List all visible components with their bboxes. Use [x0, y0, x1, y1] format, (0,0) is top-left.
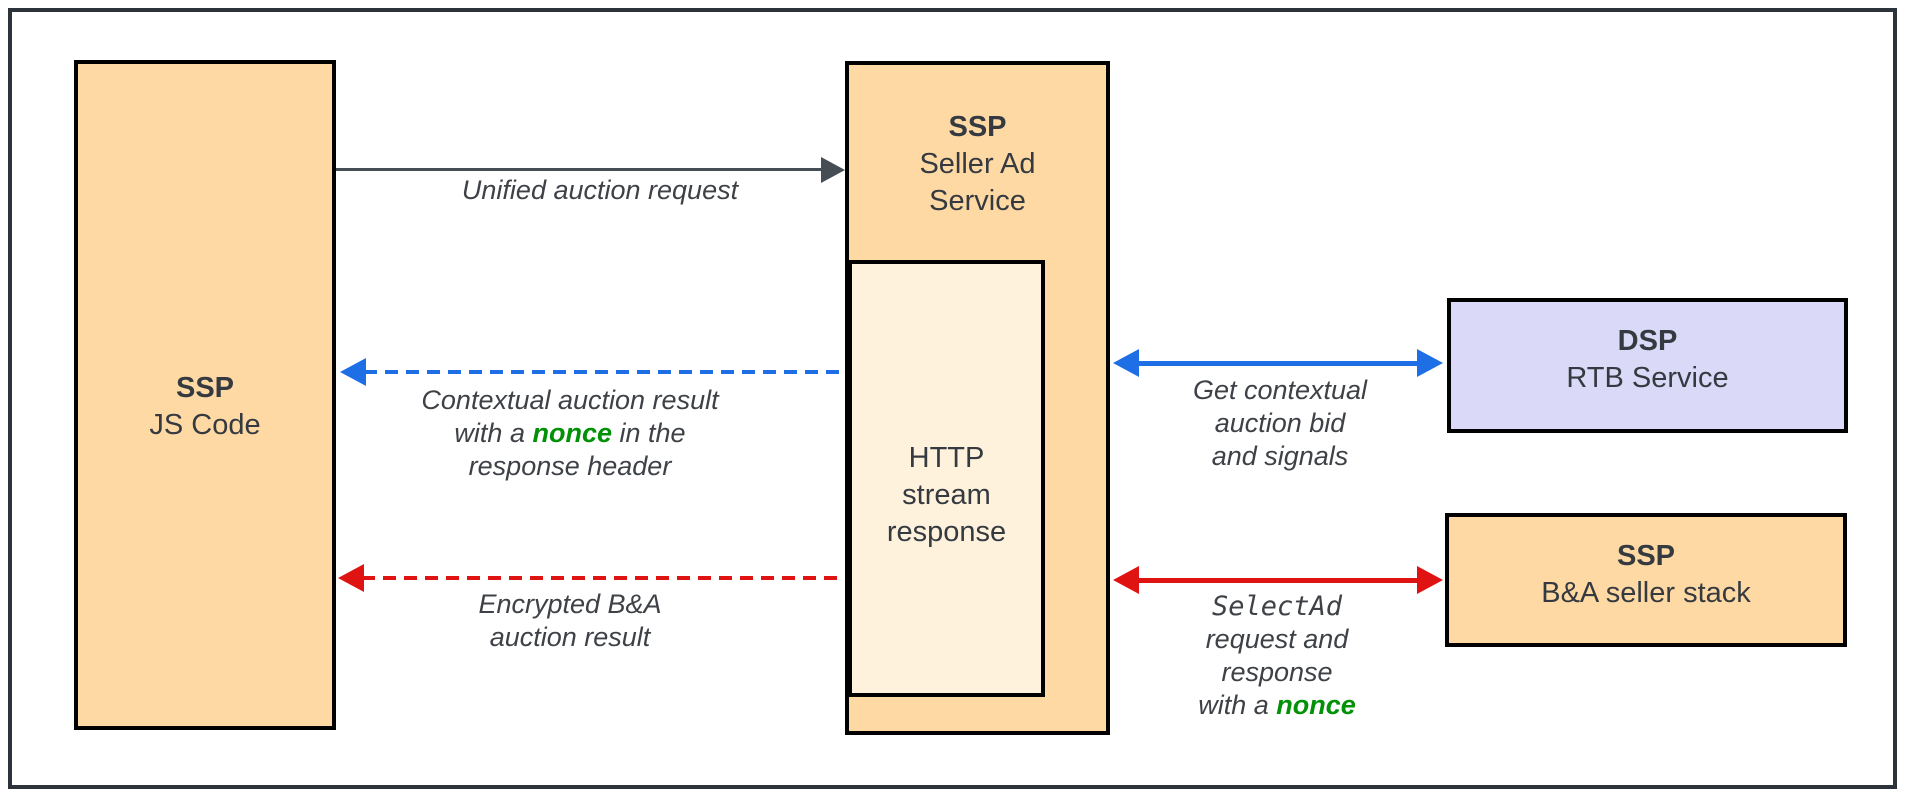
- ssp-ba-seller-stack-box: SSP B&A seller stack: [1445, 513, 1847, 647]
- seller-ad-subtitle-line2: Service: [929, 185, 1026, 217]
- encrypted-result-label: Encrypted B&A auction result: [478, 589, 662, 652]
- ba-stack-subtitle: B&A seller stack: [1541, 577, 1751, 609]
- unified-auction-request-line: [336, 168, 823, 171]
- http-stream-line2: stream: [902, 479, 991, 511]
- ssp-js-code-subtitle: JS Code: [149, 409, 261, 441]
- unified-auction-request-arrowhead-icon: [821, 157, 845, 183]
- get-contextual-line: [1138, 361, 1419, 366]
- selectad-code-text: SelectAd: [1211, 591, 1343, 622]
- get-contextual-label: Get contextual auction bid and signals: [1192, 375, 1368, 471]
- contextual-result-label: Contextual auction result with a nonce i…: [421, 385, 719, 481]
- contextual-result-arrowhead-icon: [340, 358, 366, 386]
- dsp-rtb-service-box: DSP RTB Service: [1447, 298, 1848, 433]
- http-stream-line1: HTTP: [908, 442, 985, 474]
- ssp-seller-ad-service-label: SSP Seller Ad Service: [845, 61, 1110, 260]
- encrypted-result-dashed-line: [362, 576, 843, 580]
- seller-ad-subtitle-line1: Seller Ad: [919, 148, 1036, 180]
- ssp-js-code-title: SSP: [175, 372, 235, 404]
- get-contextual-right-arrowhead-icon: [1417, 349, 1443, 377]
- dsp-subtitle: RTB Service: [1566, 361, 1729, 394]
- selectad-left-arrowhead-icon: [1113, 566, 1139, 594]
- encrypted-result-arrowhead-icon: [338, 564, 364, 592]
- ssp-js-code-box: SSP JS Code: [74, 60, 336, 730]
- selectad-line: [1138, 578, 1419, 583]
- get-contextual-left-arrowhead-icon: [1113, 349, 1139, 377]
- http-stream-line3: response: [886, 516, 1007, 548]
- ba-stack-title: SSP: [1616, 540, 1676, 572]
- nonce-highlight: nonce: [1276, 690, 1356, 720]
- outer-frame: [8, 8, 1897, 789]
- contextual-result-dashed-line: [364, 370, 843, 374]
- seller-ad-title: SSP: [948, 111, 1007, 143]
- selectad-right-arrowhead-icon: [1417, 566, 1443, 594]
- selectad-label: SelectAd request and response with a non…: [1198, 591, 1356, 720]
- dsp-title: DSP: [1617, 324, 1678, 357]
- http-stream-response-box: HTTP stream response: [848, 260, 1045, 697]
- unified-auction-request-label: Unified auction request: [461, 175, 739, 205]
- nonce-highlight: nonce: [532, 418, 612, 448]
